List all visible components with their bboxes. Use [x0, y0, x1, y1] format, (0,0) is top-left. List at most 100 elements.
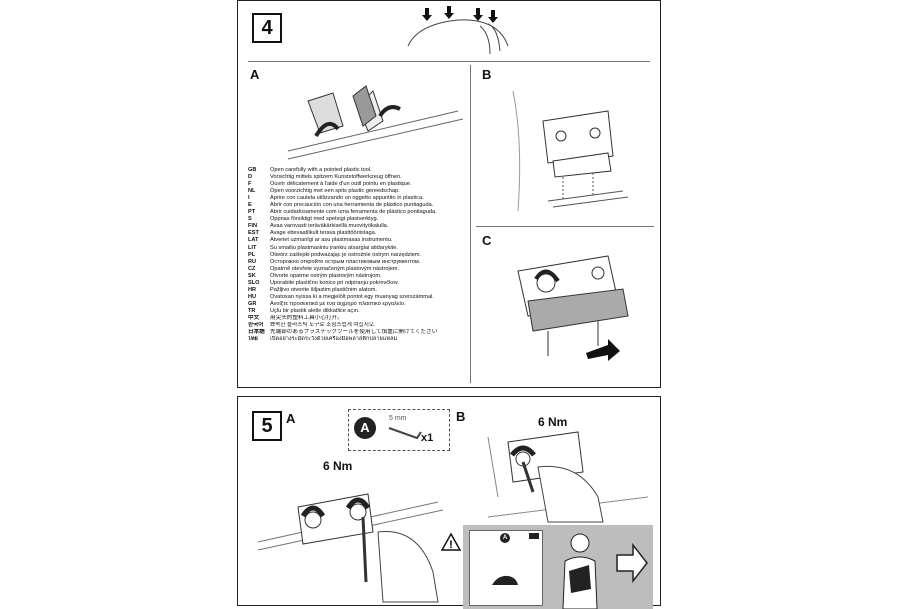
instruction-row: TR Uçlu bir plastik aletle dikkatlice açı… [248, 308, 488, 315]
instruction-row: CZ Opatrně otevřete vyznačeným plastovým … [248, 266, 488, 273]
tightening-illustration-b [487, 431, 649, 523]
instruction-text: Atveriet uzmanīgi ar asu plastmasas inst… [270, 237, 393, 244]
language-code: S [248, 216, 252, 223]
language-code: NL [248, 188, 256, 195]
person-reading-icon [562, 533, 598, 609]
tool-size: 5 mm [389, 415, 407, 422]
instruction-text: Ouvrir délicatement à l'aide d'un outil … [270, 181, 412, 188]
language-code: E [248, 202, 252, 209]
instruction-text: Uçlu bir plastik aletle dikkatlice açın. [270, 307, 360, 314]
language-code: EST [248, 230, 259, 237]
instruction-text: Su smailiu plastmasiniu įrankiu atsargia… [270, 244, 398, 251]
substep-label-b: B [482, 67, 492, 82]
instruction-text: Avage ettevaatlikult terava plasttööriis… [270, 230, 377, 237]
arrow-right-icon [616, 542, 648, 584]
substep-label-a: A [286, 411, 296, 426]
manual-reference-box: ! A [440, 525, 653, 609]
instruction-row: 日本語先端部のあるプラスチックツールを使用して慎重に開けてください [248, 329, 488, 336]
bracket-illustration-b [512, 90, 629, 212]
language-code: D [248, 174, 253, 181]
instruction-row: 한국어 뾰족한 플라스틱 도구로 조심스럽게 여십시오. [248, 322, 488, 329]
instruction-row: 中文 用尖头的塑料工具小心打开。 [248, 315, 488, 322]
instruction-list: GB Open carefully with a pointed plastic … [248, 167, 488, 343]
instruction-row: EST Avage ettevaatlikult terava plasttöör… [248, 230, 488, 237]
instruction-row: HR Pažljivo otvorite šiljastim plastičnim… [248, 287, 488, 294]
instruction-text: Öppnas försiktigt med spetsigt plastverk… [270, 216, 379, 223]
instruction-row: PL Otwórz zaślepki podważając je ostrożni… [248, 252, 488, 259]
instruction-text: 用尖头的塑料工具小心打开。 [270, 314, 343, 321]
instruction-text: Otwórz zaślepki podważając je ostrożnie … [270, 251, 422, 258]
instruction-row: GB Open carefully with a pointed plastic … [248, 167, 488, 174]
instruction-text: Pažljivo otvorite šiljastim plastičnim a… [270, 286, 377, 293]
instruction-text: Opatrně otevřete vyznačeným plastovým ná… [270, 265, 400, 272]
substep-label-a: A [250, 67, 260, 82]
instruction-text: 先端部のあるプラスチックツールを使用して慎重に開けてください [270, 329, 438, 336]
language-code: GB [248, 167, 257, 173]
language-code: PL [248, 251, 256, 258]
car-roof-illustration [407, 6, 509, 55]
instruction-text: 뾰족한 플라스틱 도구로 조심스럽게 여십시오. [270, 322, 376, 329]
substep-label-b: B [456, 409, 466, 424]
language-code: I [248, 195, 250, 202]
instruction-text: Open carefully with a pointed plastic to… [270, 167, 372, 173]
language-code: PT [248, 209, 256, 216]
instruction-row: D Vorsichtig mittels spitzem Kunststoffwe… [248, 174, 488, 181]
instruction-row: RU Осторожно откройте острым пластиковым … [248, 259, 488, 266]
language-code: HR [248, 286, 257, 293]
language-code: LIT [248, 244, 257, 251]
manual-badge: A [500, 533, 510, 543]
bracket-illustration-c [517, 255, 629, 361]
cap-opening-illustration [287, 85, 464, 160]
tool-badge: A [354, 417, 376, 439]
instruction-text: Abrir cuidadosamente com uma ferramenta … [270, 209, 437, 216]
instruction-text: Aprire con cautela utilizzando un oggett… [270, 195, 424, 202]
instruction-row: LAT Atveriet uzmanīgi ar asu plastmasas i… [248, 237, 488, 244]
language-code: 中文 [248, 314, 260, 321]
language-code: CZ [248, 265, 256, 272]
manual-logo [529, 533, 539, 539]
instruction-text: Vorsichtig mittels spitzem Kunststoffwer… [270, 174, 402, 181]
language-code: GR [248, 300, 257, 307]
language-code: F [248, 181, 252, 188]
step-4-panel: 4 A B C GB Open carefully with a pointed … [237, 0, 661, 388]
instruction-text: Avaa varovasti teräväkärkisellä muovityö… [270, 223, 389, 230]
tightening-illustration-a [257, 493, 444, 603]
instruction-text: Óvatosan nyissa ki a megjelölt pontot eg… [270, 293, 434, 300]
language-code: RU [248, 258, 257, 265]
instruction-text: Otvorte opatrne ostrým plastovým nástroj… [270, 272, 382, 279]
instruction-row: S Öppnas försiktigt med spetsigt plastver… [248, 216, 488, 223]
step-number: 4 [252, 13, 282, 43]
instruction-row: F Ouvrir délicatement à l'aide d'un outil… [248, 181, 488, 188]
warning-triangle-icon: ! [440, 532, 462, 551]
instruction-row: ไทย เปิดอย่างระมัดระวังด้วยเครื่องมือพลาส… [248, 336, 488, 343]
instruction-text: Осторожно откройте острым пластиковым ин… [270, 258, 421, 265]
instruction-row: SLO Uporabite plastično konico pri odpira… [248, 280, 488, 287]
allen-key-icon [388, 427, 422, 440]
instruction-text: Ανοίξτε προσεκτικά με ένα αιχμηρό πλαστι… [270, 300, 406, 307]
section-divider [248, 61, 650, 62]
instruction-row: GR Ανοίξτε προσεκτικά με ένα αιχμηρό πλασ… [248, 301, 488, 308]
language-code: 日本語 [248, 329, 265, 336]
torque-value-b: 6 Nm [538, 415, 568, 429]
required-tool-box: A 5 mm x1 [348, 409, 450, 451]
substep-label-c: C [482, 233, 492, 248]
instruction-row: HU Óvatosan nyissa ki a megjelölt pontot … [248, 294, 488, 301]
language-code: HU [248, 293, 257, 300]
step-5-panel: 5 A B A 5 mm x1 6 Nm 6 Nm ! [237, 396, 661, 609]
language-code: SLO [248, 279, 260, 286]
section-divider [476, 226, 654, 227]
instruction-row: E Abrir con precaución con una herramient… [248, 202, 488, 209]
tool-quantity: x1 [421, 432, 434, 444]
instruction-text: Abrir con precaución con una herramienta… [270, 202, 434, 209]
instruction-row: LIT Su smailiu plastmasiniu įrankiu atsar… [248, 245, 488, 252]
language-code: ไทย [248, 336, 258, 343]
instruction-row: PT Abrir cuidadosamente com uma ferrament… [248, 209, 488, 216]
language-code: LAT [248, 237, 259, 244]
manual-booklet: A [469, 530, 543, 606]
language-code: 한국어 [248, 322, 264, 329]
instruction-text: Uporabite plastično konico pri odpiranju… [270, 279, 399, 286]
instruction-text: เปิดอย่างระมัดระวังด้วยเครื่องมือพลาสติก… [270, 336, 398, 343]
language-code: TR [248, 307, 256, 314]
